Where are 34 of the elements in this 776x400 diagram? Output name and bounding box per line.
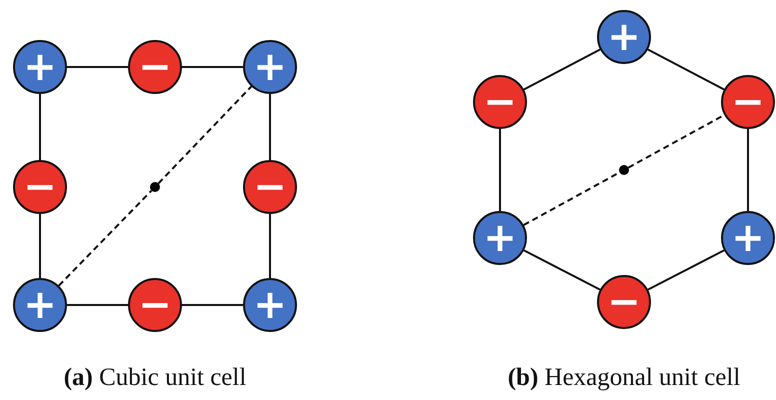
connecting-line (269, 94, 271, 160)
subfigure-caption: (a) Cubic unit cell (64, 364, 246, 392)
dashed-line (58, 190, 152, 286)
connecting-line (647, 48, 725, 90)
connecting-line (39, 94, 41, 160)
connecting-line (524, 250, 600, 290)
negative-charge-circle: − (13, 160, 67, 214)
negative-charge-circle: − (128, 278, 182, 332)
connecting-line (182, 66, 243, 68)
connecting-line (747, 129, 749, 211)
positive-charge-circle: + (13, 278, 67, 332)
connecting-line (523, 48, 601, 90)
negative-charge-circle: − (128, 40, 182, 94)
connecting-line (182, 304, 243, 306)
connecting-line (67, 304, 128, 306)
connecting-line (499, 129, 501, 211)
center-dot (619, 165, 629, 175)
negative-charge-circle: − (597, 275, 651, 329)
positive-charge-circle: + (721, 211, 775, 265)
connecting-line (67, 66, 128, 68)
positive-charge-circle: + (243, 278, 297, 332)
positive-charge-circle: + (597, 10, 651, 64)
connecting-line (269, 214, 271, 278)
subfigure-caption: (b) Hexagonal unit cell (508, 364, 740, 392)
positive-charge-circle: + (243, 40, 297, 94)
dashed-line (158, 86, 252, 184)
negative-charge-circle: − (243, 160, 297, 214)
negative-charge-circle: − (721, 75, 775, 129)
positive-charge-circle: + (473, 211, 527, 265)
positive-charge-circle: + (13, 40, 67, 94)
connecting-line (39, 214, 41, 278)
negative-charge-circle: − (473, 75, 527, 129)
connecting-line (648, 250, 724, 290)
center-dot (150, 182, 160, 192)
